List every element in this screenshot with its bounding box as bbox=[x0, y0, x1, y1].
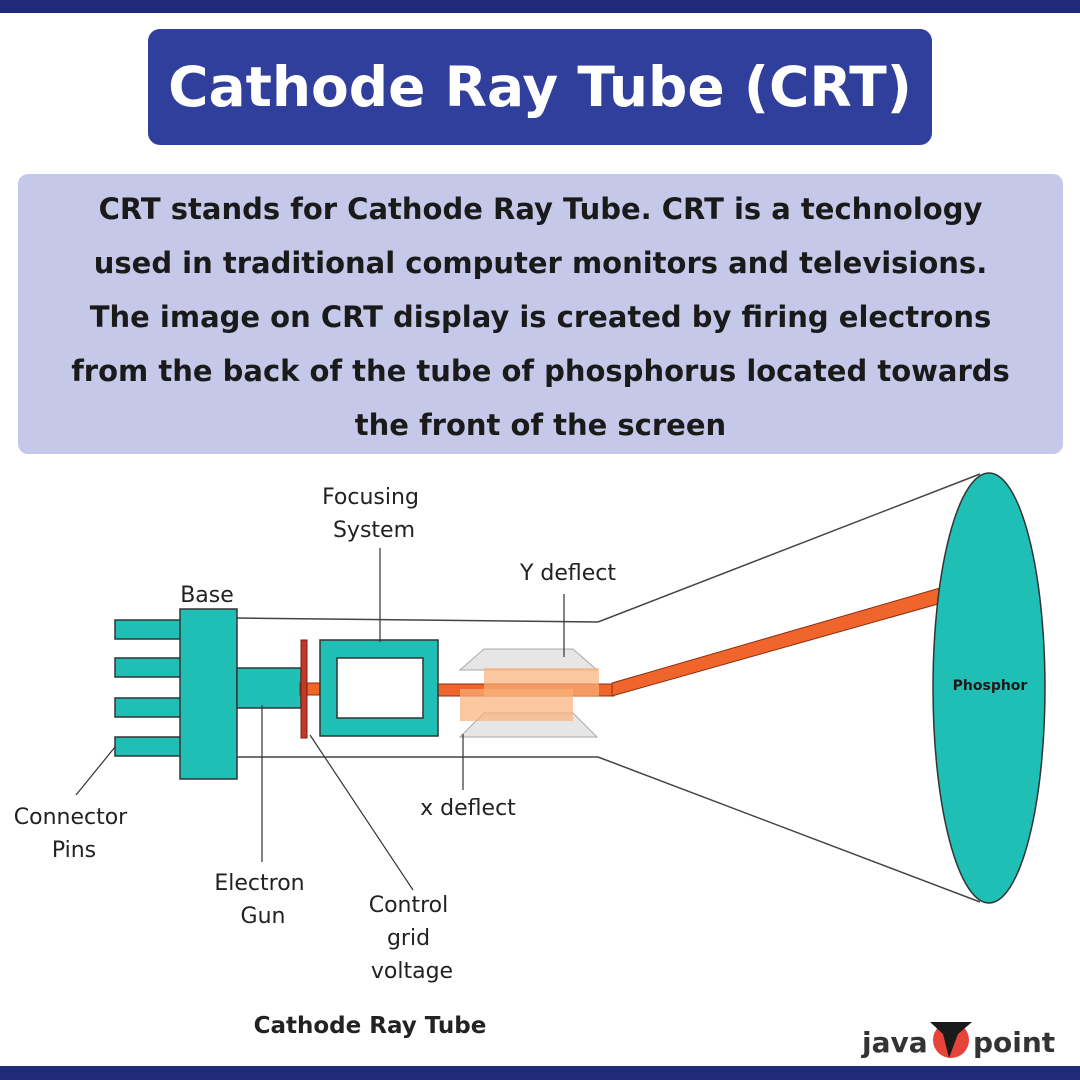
phosphor-screen bbox=[932, 472, 1046, 904]
diagram-caption: Cathode Ray Tube bbox=[254, 1013, 487, 1039]
focusing-system bbox=[319, 639, 439, 737]
top-border-bar bbox=[0, 0, 1080, 13]
javatpoint-logo: java T point bbox=[861, 1022, 1055, 1059]
tube-outline bbox=[236, 473, 981, 903]
description-line: used in traditional computer monitors an… bbox=[93, 246, 988, 280]
base bbox=[179, 608, 238, 780]
page-title: Cathode Ray Tube (CRT) bbox=[168, 55, 912, 119]
description-line: The image on CRT display is created by f… bbox=[89, 300, 992, 334]
logo-java-text: java bbox=[861, 1026, 928, 1059]
bottom-border-bar bbox=[0, 1066, 1080, 1080]
control-grid-voltage-label: Control grid voltage bbox=[369, 893, 456, 984]
electron-gun bbox=[236, 667, 302, 709]
title-banner: Cathode Ray Tube (CRT) bbox=[148, 29, 932, 145]
description-line: CRT stands for Cathode Ray Tube. CRT is … bbox=[98, 192, 983, 226]
control-grid bbox=[300, 639, 308, 739]
description-panel: CRT stands for Cathode Ray Tube. CRT is … bbox=[18, 174, 1063, 454]
focusing-system-label: Focusing System bbox=[322, 485, 426, 543]
electron-gun-label: Electron Gun bbox=[214, 871, 311, 929]
x-deflect-label: x deflect bbox=[420, 796, 516, 821]
leader-lines bbox=[75, 548, 565, 891]
y-deflect-label: Y deflect bbox=[519, 561, 616, 586]
connector-pins-label: Connector Pins bbox=[14, 805, 134, 863]
x-deflect-plates bbox=[460, 668, 599, 721]
phosphor-label: Phosphor bbox=[953, 678, 1028, 694]
description-line: the front of the screen bbox=[354, 408, 727, 442]
logo-t-shape bbox=[930, 1022, 972, 1058]
description-line: from the back of the tube of phosphorus … bbox=[71, 354, 1010, 388]
connector-pins bbox=[114, 619, 182, 757]
base-label: Base bbox=[180, 583, 234, 608]
crt-diagram: Phosphor Focusing System Y deflect Base … bbox=[14, 472, 1055, 1059]
logo-point-text: point bbox=[973, 1026, 1055, 1059]
description-text: CRT stands for Cathode Ray Tube. CRT is … bbox=[71, 182, 1010, 452]
